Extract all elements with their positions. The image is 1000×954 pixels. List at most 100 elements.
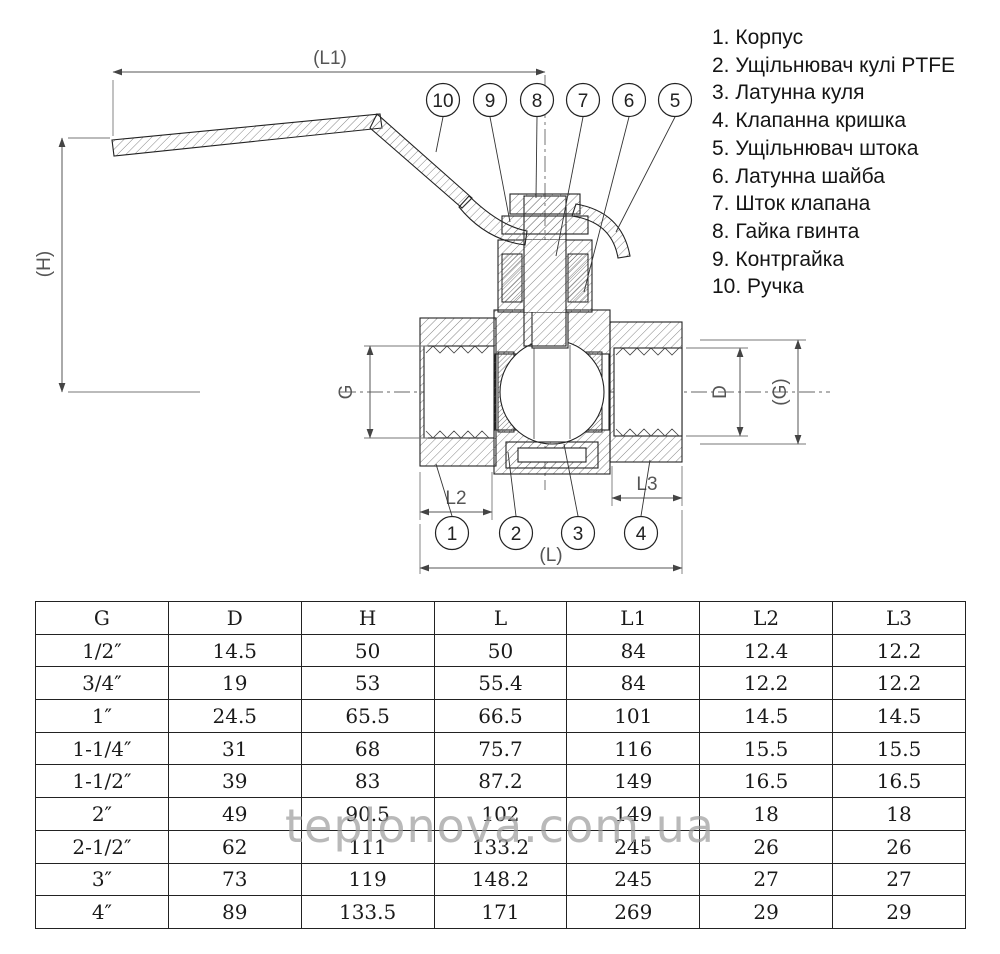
stem-assembly xyxy=(497,193,593,347)
table-cell: 149 xyxy=(566,764,701,799)
callout-1: 1 xyxy=(434,515,470,551)
legend-item: 5. Ущільнювач штока xyxy=(712,136,919,160)
table-cell: 12.4 xyxy=(699,633,834,668)
callout-5-label: 5 xyxy=(670,91,681,112)
table-cell: 29 xyxy=(832,895,966,929)
table-cell: 73 xyxy=(167,862,302,897)
leader-lines xyxy=(435,116,676,517)
dim-label-g: G xyxy=(336,385,357,400)
legend-item: 8. Гайка гвинта xyxy=(712,219,860,243)
dimension-l2: L2 xyxy=(419,472,493,520)
table-cell: 50 xyxy=(433,633,568,668)
table-cell: 1/2″ xyxy=(35,633,169,668)
table-cell: 101 xyxy=(566,699,701,733)
dimension-l1: (L1) xyxy=(112,48,546,136)
dim-label-l3: L3 xyxy=(636,474,657,495)
table-cell: 19 xyxy=(167,666,302,701)
stem-seal xyxy=(501,253,523,303)
table-cell: 18 xyxy=(699,797,834,831)
table-cell: 269 xyxy=(566,895,701,929)
table-cell: 3″ xyxy=(35,862,169,897)
table-cell: 12.2 xyxy=(832,666,966,701)
dim-label-d: D xyxy=(710,385,731,399)
callout-8-label: 8 xyxy=(532,91,543,112)
table-cell: 84 xyxy=(566,666,701,701)
callout-9-label: 9 xyxy=(485,91,496,112)
callout-6-label: 6 xyxy=(624,91,635,112)
table-cell: 119 xyxy=(300,862,435,897)
table-cell: 65.5 xyxy=(300,699,435,733)
table-cell: 49 xyxy=(167,797,302,831)
table-cell: 1-1/2″ xyxy=(35,764,169,799)
column-header: D xyxy=(167,601,302,635)
callout-4: 4 xyxy=(623,515,659,551)
table-cell: 12.2 xyxy=(699,666,834,701)
table-cell: 149 xyxy=(566,797,701,831)
table-cell: 148.2 xyxy=(433,862,568,897)
legend-item: 1. Корпус xyxy=(712,26,804,49)
table-cell: 55.4 xyxy=(433,666,568,701)
table-cell: 89 xyxy=(167,895,302,929)
callout-3-label: 3 xyxy=(573,524,584,545)
table-cell: 14.5 xyxy=(167,633,302,668)
callout-7-label: 7 xyxy=(578,91,589,112)
table-cell: 31 xyxy=(167,731,302,766)
table-cell: 2-1/2″ xyxy=(35,829,169,864)
callout-9: 9 xyxy=(472,82,508,118)
table-cell: 75.7 xyxy=(433,731,568,766)
callout-1-label: 1 xyxy=(447,524,458,545)
table-cell: 84 xyxy=(566,633,701,668)
table-cell: 90.5 xyxy=(300,797,435,831)
table-cell: 26 xyxy=(832,829,966,864)
callout-2: 2 xyxy=(498,515,534,551)
legend-item: 3. Латунна куля xyxy=(712,81,865,105)
table-cell: 102 xyxy=(433,797,568,831)
table-cell: 68 xyxy=(300,731,435,766)
table-cell: 27 xyxy=(699,862,834,897)
valve-cross-section-drawing: (L1) (H) G D (G) xyxy=(34,48,830,574)
dim-label-l2: L2 xyxy=(445,488,466,509)
table-cell: 1″ xyxy=(35,699,169,733)
column-header: G xyxy=(35,601,169,635)
stem-nut xyxy=(509,193,581,215)
table-cell: 15.5 xyxy=(699,731,834,766)
table-cell: 50 xyxy=(300,633,435,668)
callout-8: 8 xyxy=(519,82,555,118)
dim-label-g2: (G) xyxy=(770,378,791,405)
column-header: L3 xyxy=(832,601,966,635)
legend-item: 9. Контргайка xyxy=(712,247,845,271)
callout-7: 7 xyxy=(565,82,601,118)
legend-item: 10. Ручка xyxy=(712,275,804,299)
callout-6: 6 xyxy=(611,82,647,118)
table-cell: 15.5 xyxy=(832,731,966,766)
legend-item: 6. Латунна шайба xyxy=(712,164,885,188)
table-cell: 66.5 xyxy=(433,699,568,733)
dimension-g-left: G xyxy=(336,345,428,439)
callout-5: 5 xyxy=(657,82,693,118)
dim-label-h: (H) xyxy=(34,251,55,277)
table-cell: 26 xyxy=(699,829,834,864)
table-cell: 14.5 xyxy=(832,699,966,733)
table-cell: 62 xyxy=(167,829,302,864)
legend-item: 2. Ущільнювач кулі PTFE xyxy=(712,53,956,77)
column-header: L xyxy=(433,601,568,635)
dimension-d: D xyxy=(686,347,748,437)
ball xyxy=(499,339,605,445)
table-cell: 245 xyxy=(566,829,701,864)
parts-legend: 1. Корпус 2. Ущільнювач кулі PTFE 3. Латун… xyxy=(712,24,955,301)
table-cell: 83 xyxy=(300,764,435,799)
dimension-g-right: (G) xyxy=(700,339,806,445)
dim-label-l: (L) xyxy=(539,545,562,566)
dimension-h: (H) xyxy=(34,137,200,393)
